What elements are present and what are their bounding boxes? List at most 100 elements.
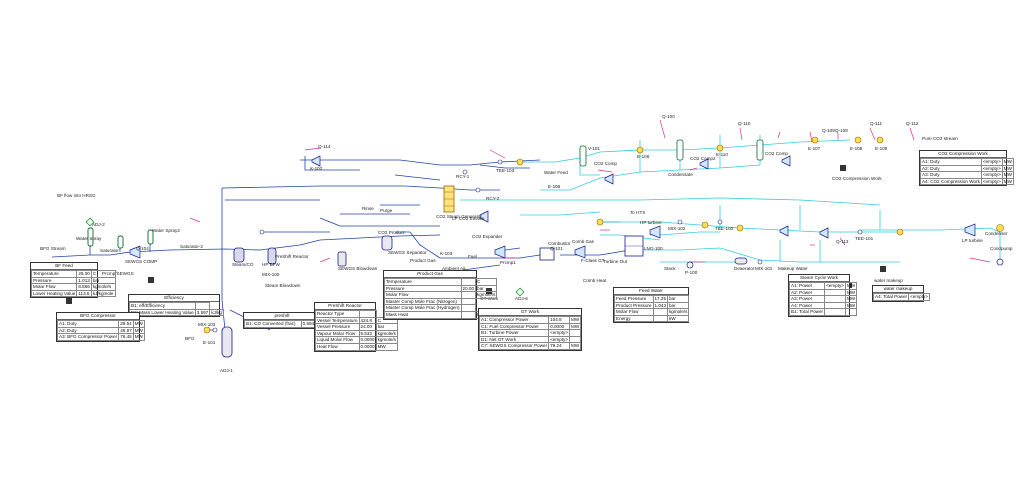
table-cell: 1.013 [76, 276, 92, 285]
table-cell: B1: Turbine Power [478, 329, 550, 337]
table-row: D1: Net GT Work<empty> [478, 335, 582, 344]
k102-compressor [311, 155, 321, 167]
label-water-feed: Water Feed [544, 170, 568, 175]
table-cell: MW [844, 295, 858, 303]
table-cell: A3: Power [788, 295, 826, 303]
table-cell: Vessel Pressure [315, 323, 360, 331]
table-row: B1: eff/Efficiency [129, 302, 224, 310]
table-cell: A1: Duty [920, 158, 982, 166]
e104-exchanger [596, 218, 604, 226]
table-cell: MW [132, 320, 145, 328]
table-cell [824, 295, 846, 303]
label-rcy2: RCY-2 [486, 196, 500, 201]
label-combustor: Combustor [548, 241, 571, 246]
v102-separator [676, 139, 684, 161]
table-cell: 76.45 [118, 333, 134, 341]
label-co2-comp2: CO2 Comp2 [690, 156, 716, 161]
table-cell [824, 301, 846, 310]
table-cell: bar [375, 323, 398, 331]
label-prcmp1: Prcmp1 [500, 260, 516, 265]
gt-compressor [494, 245, 506, 259]
label-condensate: Condensate [668, 172, 693, 177]
table-cell: 79.24 [548, 342, 570, 350]
table-title: GT Work [479, 309, 581, 316]
condenser [996, 224, 1004, 232]
label-lp-turbine: LP turbine [962, 238, 983, 243]
table-cell: kgmole/s [475, 291, 498, 299]
e111-exchanger [896, 228, 904, 236]
table-title: Product Gas [384, 271, 476, 278]
sewgs-separator [381, 235, 393, 251]
v103-separator [756, 139, 764, 161]
equipment [66, 136, 1004, 358]
table-row: A4: Total Power<empty> [872, 293, 930, 301]
table-cell [460, 291, 477, 299]
adj1-vessel [221, 326, 233, 358]
label-e101: E-101 [203, 340, 216, 345]
label-lp-co2: LP CO2 Stream [452, 216, 485, 221]
co2-comp-3 [781, 155, 791, 167]
label-e105: E-105 [548, 184, 561, 189]
table-cell [194, 302, 211, 310]
rcy1 [462, 169, 468, 175]
table-cell: 5.532 [358, 329, 377, 338]
mix102 [677, 219, 683, 225]
table-body: A4: Total Power<empty> [872, 293, 930, 301]
table-row: A3: Power MW [788, 295, 858, 303]
table-cell: A3: Duty [920, 171, 982, 179]
label-tee100: TEE-100 [715, 226, 734, 231]
label-purge: Purge [380, 208, 393, 213]
label-rinse: Rinse [362, 206, 374, 211]
table-preshift[interactable]: preshift B1: CO Converted (frac)0.5947 [243, 312, 321, 329]
table-cell: A3: BFG Compressor Power [56, 333, 120, 341]
label-bfg-stream: BFG Stream [40, 246, 66, 251]
label-adj2: ADJ-2 [92, 222, 105, 227]
table-cell: kgmole/s [666, 308, 690, 316]
label-q101: Q-101 [550, 246, 563, 251]
table-cell: A4: Power [788, 301, 826, 310]
table-cell [460, 304, 477, 312]
label-co2-comp3: CO2 Comp [765, 151, 788, 156]
table-cell: Feed Pressure [614, 295, 654, 303]
co2-comp-2 [699, 158, 709, 170]
table-cell: 1.043 [652, 301, 668, 310]
table-cell: <empty> [908, 293, 930, 301]
label-q111: Q-111 [870, 121, 883, 126]
table-cell: kgmole/s [375, 336, 398, 344]
table-cell: <empty> [980, 158, 1003, 166]
table-cell: MW [132, 333, 145, 341]
label-pump: P-100 [685, 270, 698, 275]
label-v101: V-101 [588, 146, 600, 151]
e103-exchanger [736, 224, 744, 232]
lp-turbine [964, 223, 976, 237]
spreadsheet-icon-efficiency [148, 277, 154, 283]
table-cell: 113.6 [76, 289, 92, 298]
table-water-makeup[interactable]: water makeup A4: Total Power<empty> [872, 285, 930, 302]
label-q109: Q-109 [822, 128, 835, 133]
gt-turbine [574, 245, 586, 259]
table-cell: D1: Net GT Work [478, 335, 550, 344]
table-cell: Master Comp Mole Frac (Hydrogen) [384, 304, 462, 312]
table-cell: kW [666, 314, 690, 323]
table-cell: 3.597 [194, 308, 211, 317]
table-cell [844, 308, 858, 316]
table-cell: 24.00 [358, 323, 377, 331]
